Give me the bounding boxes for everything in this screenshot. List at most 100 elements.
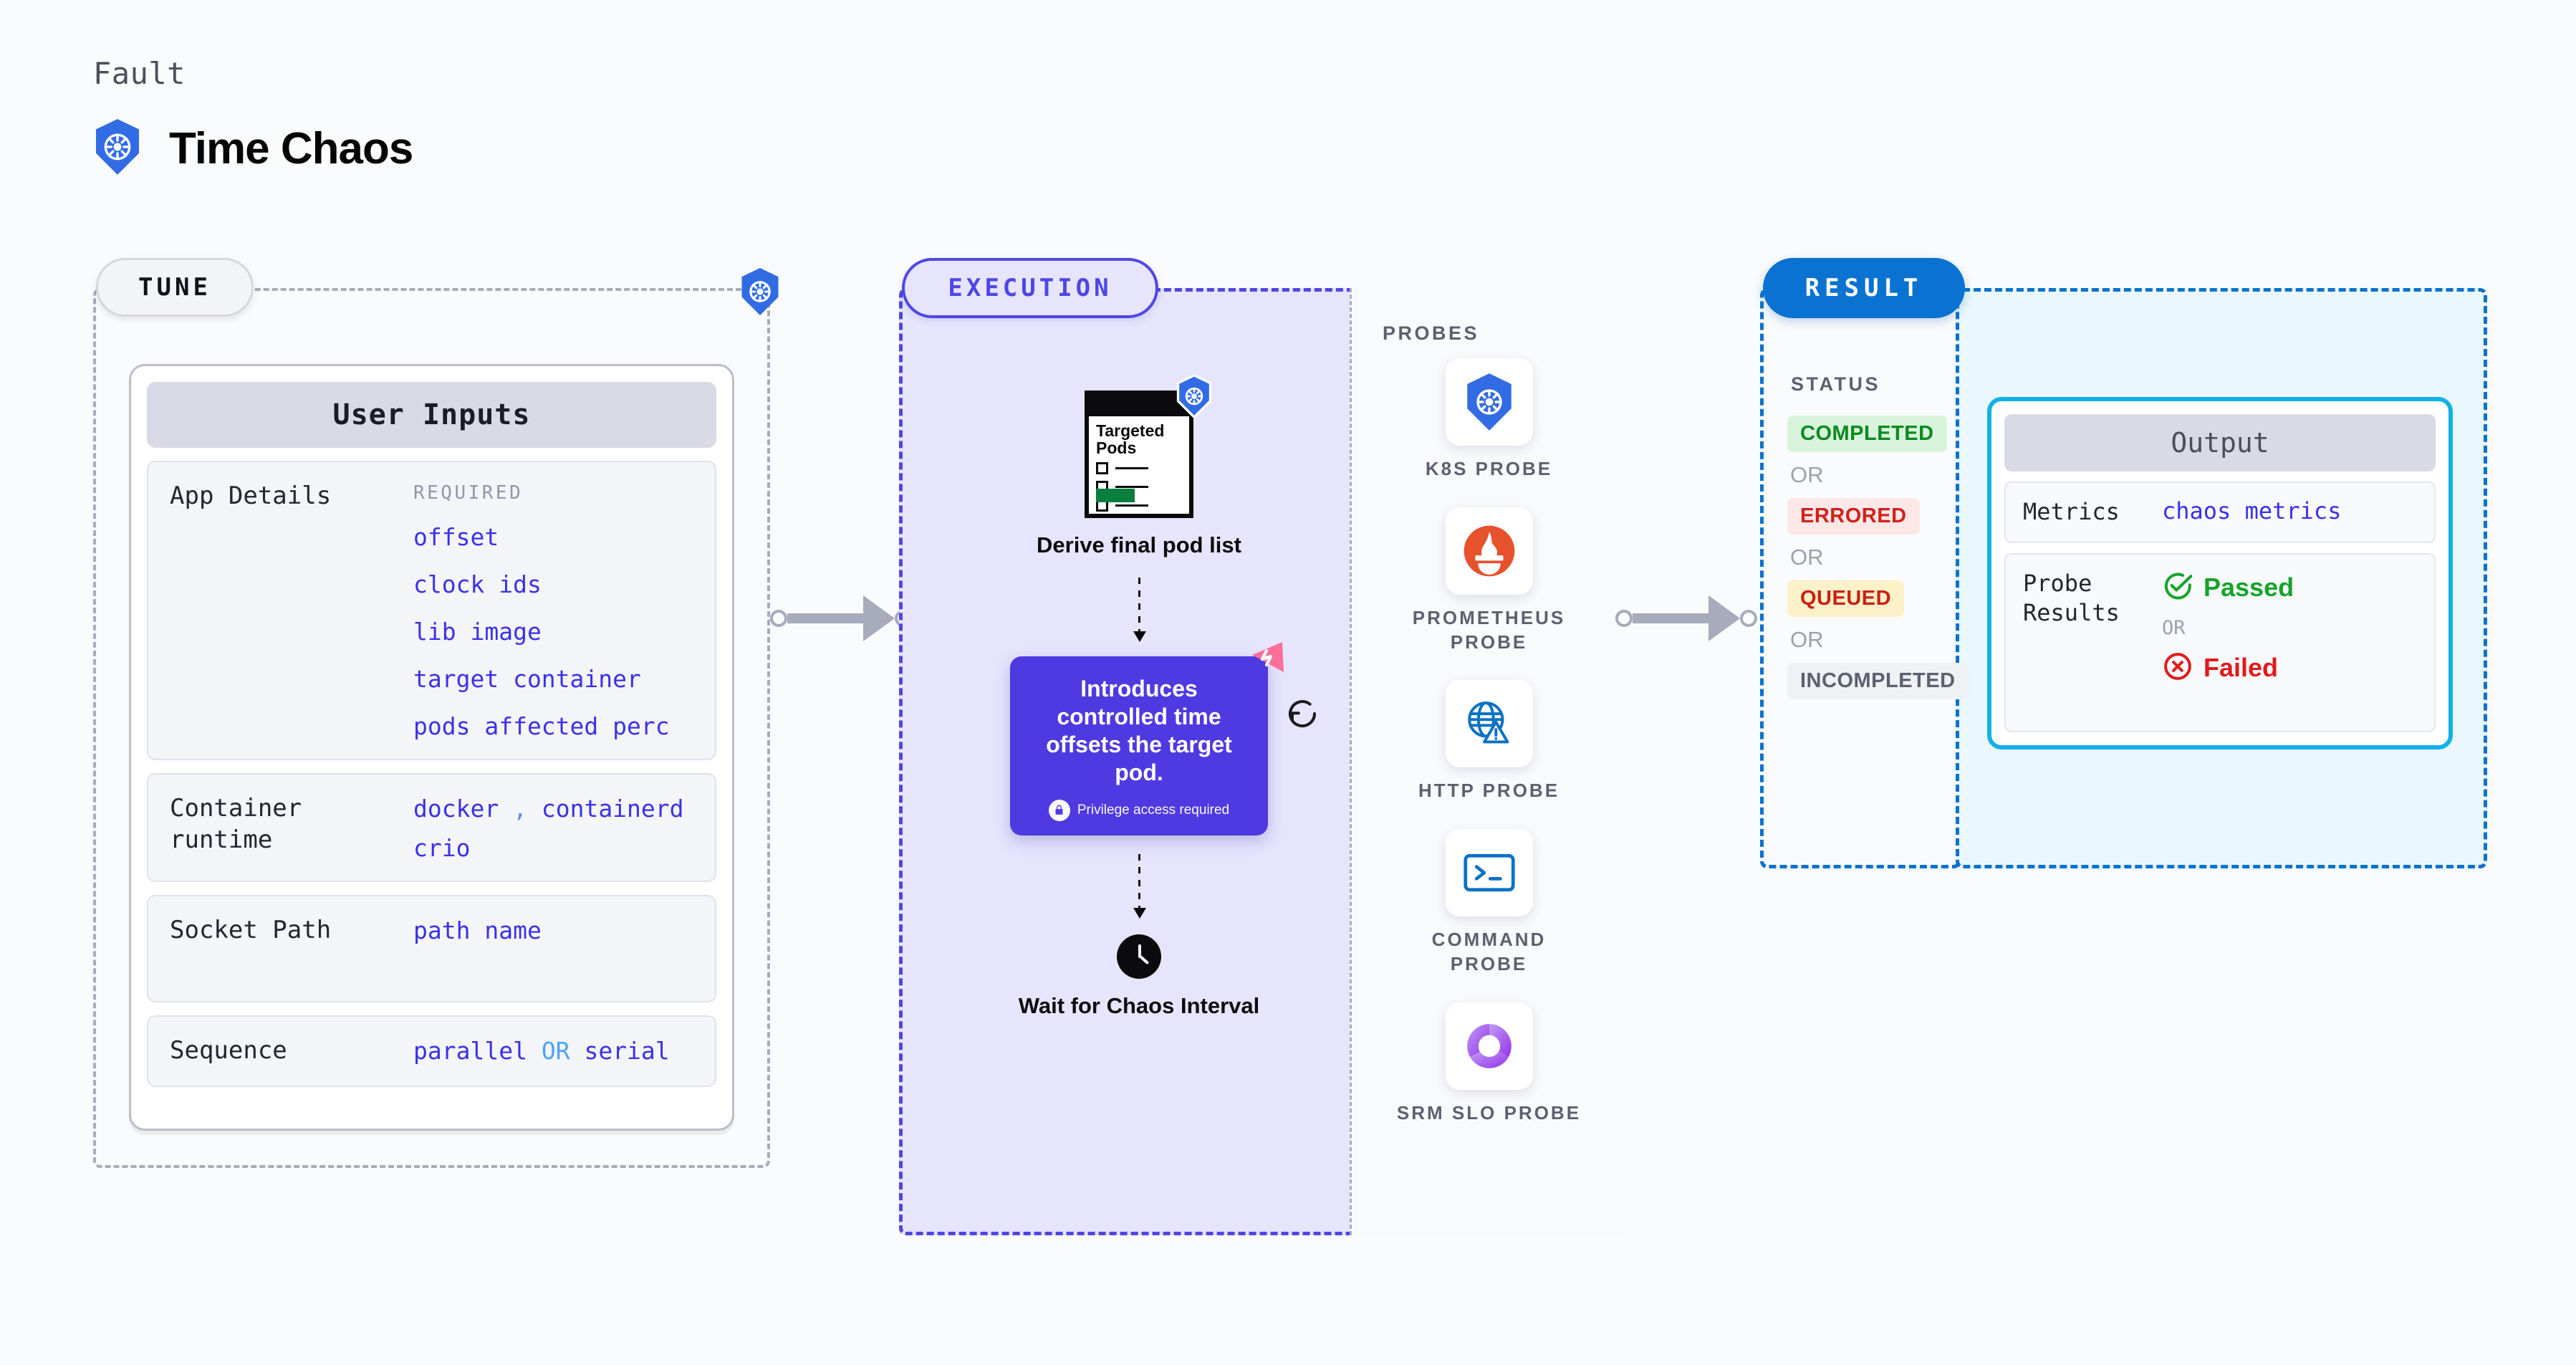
status-badge-queued: QUEUED [1787, 580, 1905, 617]
privilege-label: Privilege access required [1077, 802, 1230, 818]
input-value-sequence: parallel OR serial [413, 1037, 670, 1065]
sequence-parallel: parallel [413, 1037, 527, 1065]
probe-result-failed-label: Failed [2203, 653, 2279, 683]
page-title: Time Chaos [92, 118, 413, 179]
connector-dot-end [1740, 610, 1757, 627]
probes-list: K8S PROBE PROMETHEUS PROBE HTTP PROBE [1350, 358, 1628, 1126]
user-inputs-panel: User Inputs App Details REQUIRED offset … [129, 364, 734, 1131]
targeted-pods-document-icon: Targeted Pods [1085, 373, 1212, 518]
input-key-app-details: App Details [170, 482, 332, 510]
output-value-metrics: chaos metrics [2162, 497, 2342, 525]
flow-arrow-2 [1133, 853, 1146, 919]
lock-icon [1048, 799, 1070, 821]
page-title-text: Time Chaos [169, 124, 413, 173]
probe-item-k8s[interactable]: K8S PROBE [1396, 358, 1582, 482]
sequence-or: OR [541, 1037, 570, 1065]
input-value-runtime-crio: crio [413, 834, 471, 862]
probe-result-failed: Failed [2162, 651, 2294, 686]
connector-tune-to-execution [770, 595, 912, 641]
input-row-socket-path[interactable]: Socket Path path name [147, 895, 716, 1002]
output-row-probe-results[interactable]: Probe Results Passed OR Failed [2004, 552, 2436, 732]
input-value-socket-path: path name [413, 916, 542, 944]
privilege-notice: Privilege access required [1026, 799, 1252, 821]
probe-item-prometheus[interactable]: PROMETHEUS PROBE [1396, 507, 1582, 655]
output-key-metrics: Metrics [2023, 498, 2120, 525]
probe-item-command[interactable]: COMMAND PROBE [1396, 829, 1582, 977]
connector-bar [787, 613, 865, 623]
chaos-triangle-icon [1248, 641, 1287, 683]
terminal-icon [1445, 829, 1533, 917]
probe-label-prometheus: PROMETHEUS PROBE [1412, 606, 1566, 653]
status-or-3: OR [1790, 627, 1824, 652]
output-key-probe-results: Probe Results [2023, 569, 2120, 627]
runtime-containerd: containerd [541, 795, 684, 823]
input-key-socket-path: Socket Path [170, 916, 332, 944]
probe-label-k8s: K8S PROBE [1425, 458, 1553, 479]
input-value-runtime-list: docker , containerd [413, 795, 684, 823]
tune-stage-pill[interactable]: TUNE [96, 258, 254, 317]
connector-dot-start [770, 610, 787, 627]
status-or-2: OR [1790, 545, 1824, 570]
probe-label-srm-slo: SRM SLO PROBE [1396, 1101, 1582, 1124]
status-badge-completed: COMPLETED [1787, 416, 1947, 452]
status-badge-list: COMPLETED OR ERRORED OR QUEUED OR INCOMP… [1787, 416, 1969, 699]
user-inputs-heading: User Inputs [147, 382, 716, 448]
chaos-description-callout: Introduces controlled time offsets the t… [1010, 641, 1317, 835]
execution-stage-pill[interactable]: EXECUTION [902, 258, 1158, 318]
status-badge-errored: ERRORED [1787, 498, 1920, 535]
result-stage-pill[interactable]: RESULT [1763, 258, 1965, 318]
doc-title-line-1: Targeted [1096, 421, 1165, 440]
x-circle-icon [2162, 651, 2193, 686]
input-value-target-container: target container [413, 665, 641, 693]
input-value-lib-image: lib image [413, 618, 542, 646]
input-row-app-details[interactable]: App Details REQUIRED offset clock ids li… [147, 461, 716, 760]
callout-text: Introduces controlled time offsets the t… [1046, 675, 1232, 785]
kubernetes-icon-document-badge [1175, 373, 1213, 421]
probe-result-or: OR [2162, 616, 2186, 639]
tune-stage-boundary [93, 288, 770, 1168]
input-key-container-runtime: Container runtime [170, 794, 302, 854]
connector-arrowhead [863, 595, 895, 641]
runtime-docker: docker [413, 795, 499, 823]
probe-label-command: COMMAND PROBE [1431, 929, 1547, 974]
check-circle-icon [2162, 570, 2193, 605]
result-stage-label: RESULT [1804, 274, 1923, 302]
connector-arrowhead [1708, 595, 1740, 641]
execution-stage-label: EXECUTION [948, 274, 1112, 302]
input-value-clock-ids: clock ids [413, 570, 542, 598]
probe-result-passed-label: Passed [2203, 573, 2294, 603]
output-heading: Output [2004, 414, 2436, 471]
kubernetes-icon-tune-connector [738, 267, 782, 320]
prometheus-icon [1445, 507, 1533, 595]
fault-eyebrow-label: Fault [93, 56, 186, 91]
probe-item-srm-slo[interactable]: SRM SLO PROBE [1396, 1002, 1582, 1126]
connector-bar [1633, 613, 1710, 623]
srm-slo-icon [1445, 1002, 1533, 1090]
tune-stage-label: TUNE [138, 273, 211, 302]
probe-result-passed: Passed [2162, 570, 2294, 605]
globe-warning-icon [1445, 680, 1533, 768]
output-card: Output Metrics chaos metrics Probe Resul… [1987, 397, 2453, 749]
probe-label-http: HTTP PROBE [1418, 780, 1560, 802]
runtime-separator: , [513, 795, 527, 823]
doc-title-line-2: Pods [1096, 439, 1137, 458]
flow-arrow-1 [1133, 577, 1146, 642]
probe-item-http[interactable]: HTTP PROBE [1396, 680, 1582, 803]
input-row-sequence[interactable]: Sequence parallel OR serial [147, 1015, 716, 1087]
status-or-1: OR [1790, 462, 1824, 487]
execution-step2-label: Wait for Chaos Interval [1018, 992, 1260, 1018]
kubernetes-icon [1445, 358, 1533, 446]
input-value-pods-affected-perc: pods affected perc [413, 712, 670, 740]
sequence-serial: serial [584, 1037, 670, 1065]
status-badge-incompleted: INCOMPLETED [1787, 663, 1969, 699]
probes-title: PROBES [1383, 322, 1480, 344]
output-row-metrics[interactable]: Metrics chaos metrics [2004, 482, 2436, 543]
status-title: STATUS [1791, 373, 1880, 395]
input-value-offset: offset [413, 523, 499, 551]
refresh-icon[interactable] [1285, 696, 1320, 734]
kubernetes-icon [92, 118, 143, 179]
input-row-container-runtime[interactable]: Container runtime docker , containerd cr… [147, 773, 716, 882]
clock-icon [1117, 934, 1161, 979]
input-key-sequence: Sequence [170, 1036, 287, 1065]
